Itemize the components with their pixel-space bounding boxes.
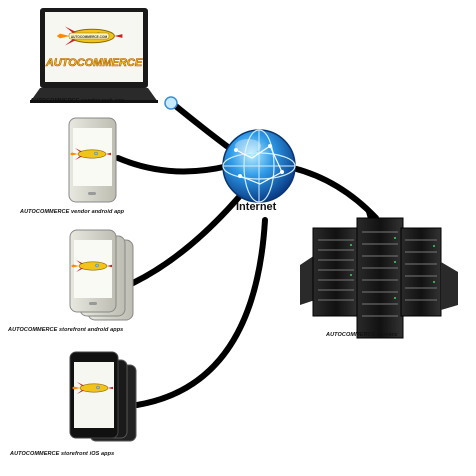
cable-android-phones (130, 187, 248, 286)
cable-server (290, 165, 379, 221)
iphone-stack-icon (69, 351, 137, 442)
cable-ios-phones (134, 217, 268, 408)
internet-label: Internet (236, 201, 277, 213)
globe-icon (222, 129, 296, 203)
smartphone-stack-icon (69, 229, 134, 321)
cables (115, 100, 379, 408)
caption-storefront-ios-apps: AUTOCOMMERCE storefront iOS apps (10, 451, 115, 457)
logo-badge-laptop: AUTOCOMMERCE.COM (71, 35, 108, 39)
cable-vendor-phone (115, 155, 231, 175)
laptop-plug-icon (164, 96, 178, 110)
smartphone-icon (68, 117, 117, 203)
caption-vendor-android-app: AUTOCOMMERCE vendor android app (20, 209, 125, 215)
caption-servers: AUTOCOMMERCE servers (326, 332, 398, 338)
caption-storefront-android-apps: AUTOCOMMERCE storefront android apps (8, 327, 124, 333)
cable-laptop (169, 100, 235, 153)
caption-vendor-web-app: AUTOCOMMERCE vendor web app (30, 98, 125, 104)
server-rack-icon (300, 217, 458, 339)
logo-text-laptop: AUTOCOMMERCE (45, 57, 143, 69)
laptop-icon (30, 8, 158, 103)
